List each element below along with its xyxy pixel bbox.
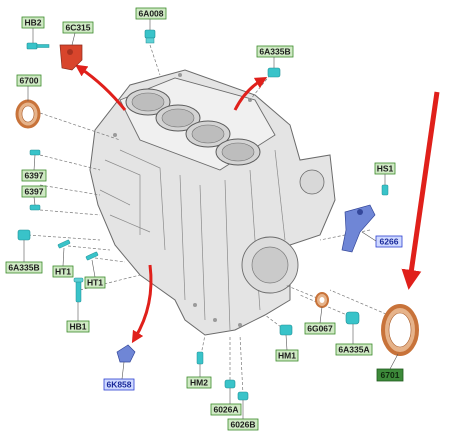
svg-text:6701: 6701: [381, 370, 400, 380]
svg-text:6700: 6700: [20, 76, 39, 86]
hm1-plug-part: [279, 324, 293, 336]
label-hm2: HM2: [186, 364, 212, 389]
svg-text:HT1: HT1: [55, 267, 71, 277]
6a335a-plug-part: [345, 311, 360, 325]
engine-block: [89, 69, 336, 336]
label-6266: 6266: [361, 231, 403, 248]
label-6a008: 6A008: [135, 7, 167, 30]
label-6a335b-left: 6A335B: [5, 240, 43, 274]
svg-text:HB2: HB2: [24, 18, 41, 28]
svg-text:6A335B: 6A335B: [259, 47, 290, 57]
6a008-plug-part: [144, 29, 156, 44]
svg-text:HM2: HM2: [190, 378, 208, 388]
svg-text:HS1: HS1: [377, 164, 394, 174]
6026a-plug-part: [224, 379, 236, 389]
label-6700: 6700: [16, 74, 42, 101]
svg-text:6A008: 6A008: [138, 9, 163, 19]
label-6a335b-top: 6A335B: [256, 45, 294, 68]
label-6k858: 6K858: [103, 361, 135, 391]
label-hb2: HB2: [21, 16, 45, 43]
svg-text:6266: 6266: [380, 237, 399, 247]
6397-pins-part: [29, 149, 41, 211]
6a335b-left-plug-part: [17, 229, 31, 241]
6c315-sensor-part: [59, 44, 83, 71]
svg-text:6026A: 6026A: [213, 405, 238, 415]
svg-text:6397: 6397: [25, 187, 44, 197]
svg-text:HM1: HM1: [278, 351, 296, 361]
svg-text:6K858: 6K858: [106, 380, 131, 390]
svg-text:HB1: HB1: [69, 322, 86, 332]
6a335b-top-plug-part: [267, 67, 281, 78]
6026b-plug-part: [237, 391, 249, 401]
label-6026b: 6026B: [227, 400, 259, 431]
svg-text:6026B: 6026B: [230, 420, 255, 430]
svg-text:6A335B: 6A335B: [8, 263, 39, 273]
label-hs1: HS1: [374, 162, 396, 185]
6266-tensioner-part: [341, 204, 376, 253]
red-arrows: [75, 64, 440, 344]
svg-text:6G067: 6G067: [307, 324, 333, 334]
svg-text:HT1: HT1: [87, 278, 103, 288]
label-6701: 6701: [376, 353, 404, 382]
large-pointer-arrow: [401, 91, 440, 290]
6k858-sensor-part: [116, 344, 136, 363]
label-ht1-a: HT1: [52, 247, 74, 278]
svg-text:6A335A: 6A335A: [338, 345, 369, 355]
label-6a335a: 6A335A: [335, 324, 373, 356]
cylinder-bores: [125, 88, 261, 166]
svg-text:6397: 6397: [25, 171, 44, 181]
svg-text:6C315: 6C315: [65, 23, 90, 33]
hb2-bolt-part: [26, 42, 50, 50]
label-hm1: HM1: [275, 334, 299, 362]
label-6c315: 6C315: [62, 21, 94, 46]
hb1-bolt-part: [73, 277, 84, 303]
label-6026a: 6026A: [210, 388, 242, 416]
label-6397-a: 6397: [21, 154, 47, 182]
6g067-seal-part: [315, 292, 329, 308]
ht1-bolts-part: [57, 239, 99, 261]
6700-seal-part: [15, 99, 41, 129]
label-6g067: 6G067: [304, 306, 336, 335]
label-hb1: HB1: [66, 302, 90, 333]
hm2-pin-part: [196, 351, 204, 365]
label-ht1-b: HT1: [84, 259, 106, 289]
hs1-bolt-part: [381, 184, 389, 196]
6701-seal-part: [381, 304, 419, 356]
label-6397-b: 6397: [21, 185, 47, 206]
